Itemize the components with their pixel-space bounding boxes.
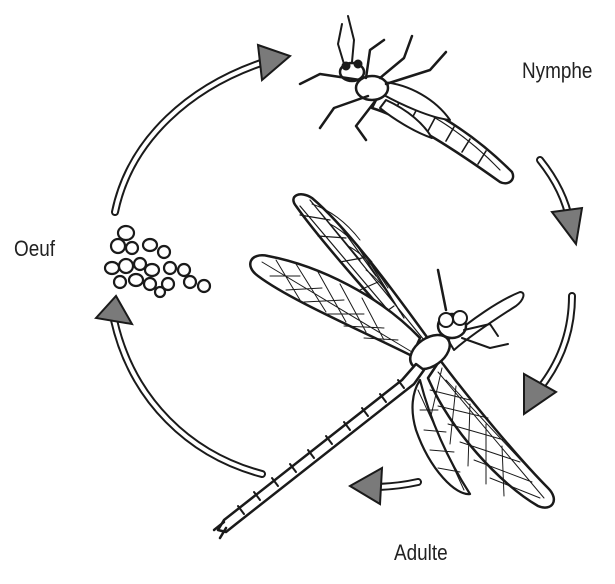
arrow-head-icon (258, 45, 290, 80)
arrow-head-icon (524, 374, 556, 414)
arrow-adult-to-egg (96, 296, 262, 474)
label-nymph: Nymphe (522, 58, 592, 84)
arrow-adult-left (350, 468, 418, 504)
label-adult: Adulte (394, 540, 448, 566)
arrow-right-to-adult (524, 296, 572, 414)
arrow-head-icon (96, 296, 132, 324)
arrow-head-icon (552, 208, 582, 244)
egg-cluster-icon (105, 226, 210, 297)
arrow-head-icon (350, 468, 382, 504)
arrow-egg-to-nymph (115, 45, 290, 212)
nymph-illustration-icon (300, 16, 513, 183)
arrow-nymph-down (540, 160, 582, 244)
label-egg: Oeuf (14, 236, 55, 262)
